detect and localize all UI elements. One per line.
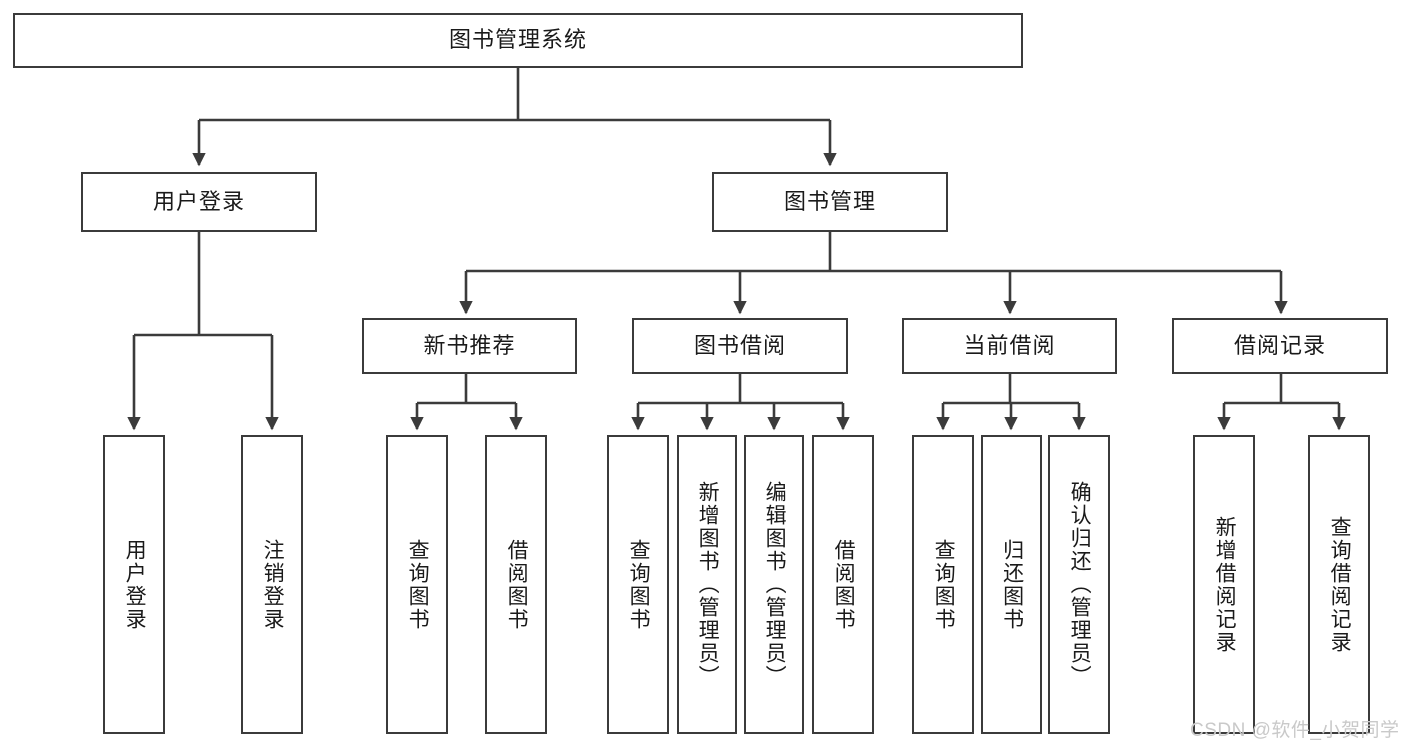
leaf-user-login-login[interactable]: 用户登录 (103, 435, 165, 734)
node-label: 新书推荐 (423, 332, 516, 358)
leaf-new-book-query-book[interactable]: 查询图书 (386, 435, 448, 734)
node-label: 用户登录 (123, 538, 147, 631)
node-label: 借阅记录 (1233, 332, 1326, 358)
node-label: 借阅图书 (505, 538, 529, 631)
leaf-borrow-borrow-book[interactable]: 借阅图书 (812, 435, 874, 734)
leaf-current-confirm-return-admin[interactable]: 确认归还（管理员） (1048, 435, 1110, 734)
node-label: 当前借阅 (963, 332, 1056, 358)
node-label: 图书借阅 (693, 332, 786, 358)
leaf-current-return-book[interactable]: 归还图书 (981, 435, 1042, 734)
leaf-record-query-borrow-record[interactable]: 查询借阅记录 (1308, 435, 1370, 734)
node-label: 新增借阅记录 (1213, 515, 1237, 654)
node-label: 新增图书（管理员） (696, 481, 720, 688)
leaf-borrow-query-book[interactable]: 查询图书 (607, 435, 669, 734)
node-current-borrowing[interactable]: 当前借阅 (902, 318, 1117, 374)
node-label: 查询借阅记录 (1328, 515, 1352, 654)
node-new-book-recommendation[interactable]: 新书推荐 (362, 318, 577, 374)
leaf-borrow-add-book-admin[interactable]: 新增图书（管理员） (677, 435, 737, 734)
node-user-login[interactable]: 用户登录 (81, 172, 317, 232)
node-borrowing-record[interactable]: 借阅记录 (1172, 318, 1388, 374)
node-root-book-management-system[interactable]: 图书管理系统 (13, 13, 1023, 68)
leaf-borrow-edit-book-admin[interactable]: 编辑图书（管理员） (744, 435, 804, 734)
leaf-new-book-borrow-book[interactable]: 借阅图书 (485, 435, 547, 734)
leaf-user-login-logout[interactable]: 注销登录 (241, 435, 303, 734)
node-label: 借阅图书 (832, 538, 856, 631)
csdn-watermark: CSDN @软件_小贺同学 (1190, 720, 1400, 741)
node-label: 图书管理 (783, 188, 876, 214)
node-label: 查询图书 (932, 538, 956, 631)
node-label: 编辑图书（管理员） (763, 481, 787, 688)
node-label: 图书管理系统 (448, 27, 587, 53)
node-label: 确认归还（管理员） (1068, 481, 1092, 688)
node-label: 注销登录 (261, 538, 285, 631)
leaf-record-add-borrow-record[interactable]: 新增借阅记录 (1193, 435, 1255, 734)
node-book-borrowing[interactable]: 图书借阅 (632, 318, 848, 374)
node-label: 用户登录 (152, 188, 245, 214)
node-label: 查询图书 (406, 538, 430, 631)
node-label: 归还图书 (1000, 538, 1024, 631)
leaf-current-query-book[interactable]: 查询图书 (912, 435, 974, 734)
node-book-management[interactable]: 图书管理 (712, 172, 948, 232)
node-label: 查询图书 (627, 538, 651, 631)
